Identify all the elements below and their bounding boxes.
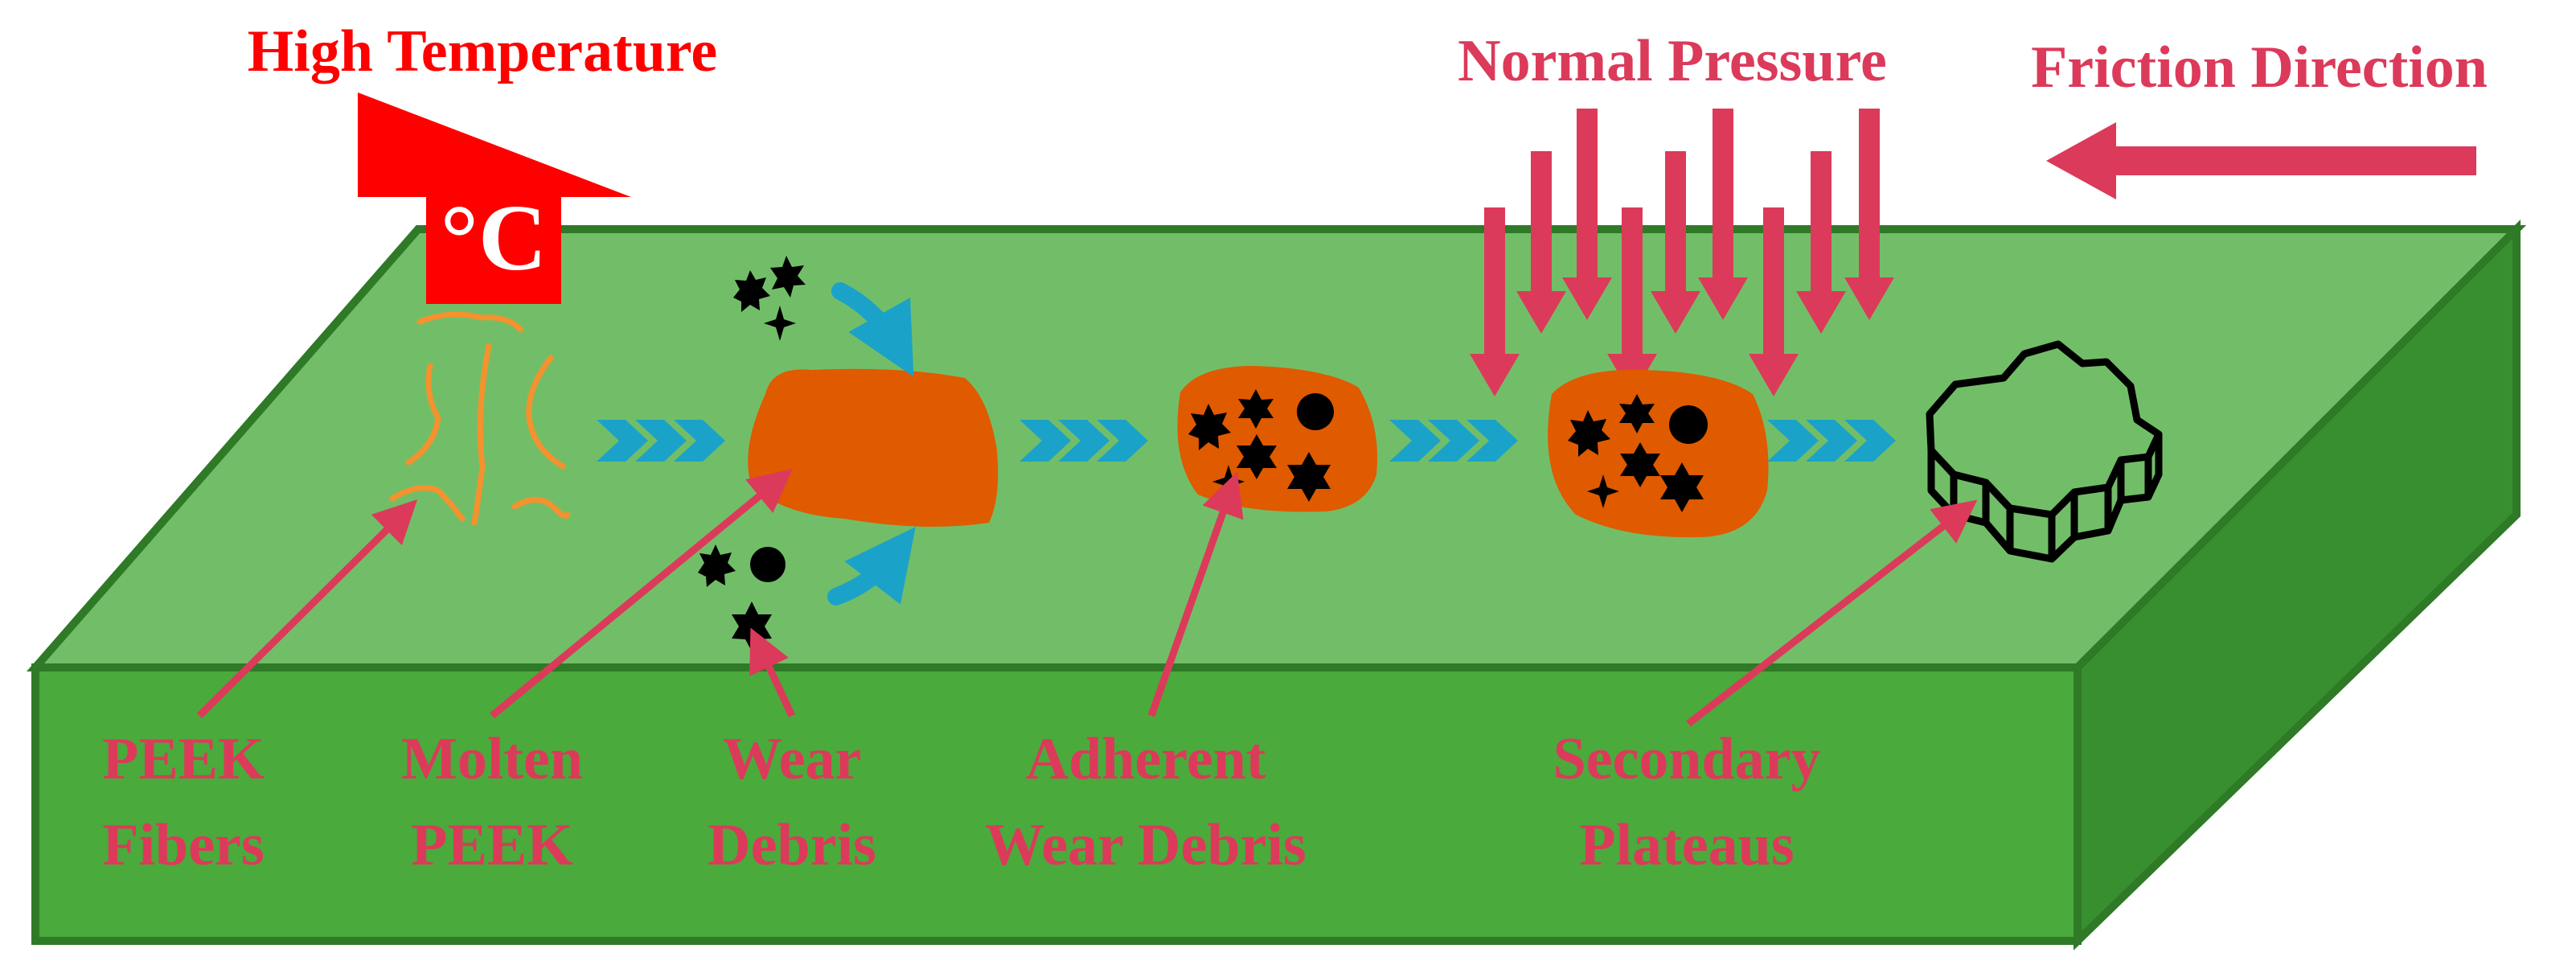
temperature-unit: °C bbox=[441, 185, 547, 290]
label-peek-fibers-line1: PEEK bbox=[102, 726, 264, 792]
label-wear-debris-line1: Wear bbox=[723, 726, 862, 792]
pointer-peek-fibers bbox=[196, 499, 418, 719]
pressure-arrow bbox=[1516, 151, 1566, 334]
pressure-arrow bbox=[1796, 151, 1846, 334]
fiber-strand-3 bbox=[471, 343, 492, 526]
label-pointer-arrows bbox=[196, 468, 1978, 727]
fiber-strand-1 bbox=[416, 311, 524, 333]
molten-peek-blob bbox=[748, 368, 999, 527]
compacted-debris-blob bbox=[1548, 369, 1769, 538]
debris-star bbox=[1287, 452, 1331, 502]
chevron-group-2 bbox=[1019, 420, 1148, 462]
pointer-adherent-wear-debris bbox=[1147, 471, 1244, 717]
debris-burst bbox=[733, 270, 770, 312]
chevron-group-1 bbox=[597, 420, 725, 462]
fiber-strand-6 bbox=[511, 497, 571, 519]
label-peek-fibers-line2: Fibers bbox=[102, 812, 264, 878]
friction-direction-arrow bbox=[2046, 122, 2476, 199]
pressure-arrow bbox=[1562, 109, 1612, 320]
component-labels: PEEK Fibers Molten PEEK Wear Debris Adhe… bbox=[102, 726, 1820, 878]
debris-star bbox=[1660, 462, 1704, 512]
surface-front-face bbox=[31, 663, 2082, 945]
secondary-plateau-shape bbox=[1926, 340, 2163, 563]
pointer-molten-peek bbox=[490, 468, 793, 719]
label-wear-debris-line2: Debris bbox=[708, 812, 876, 878]
flow-chevrons bbox=[597, 420, 1896, 462]
chevron-group-3 bbox=[1389, 420, 1518, 462]
high-temperature-title: High Temperature bbox=[248, 18, 717, 84]
debris-star bbox=[1238, 389, 1274, 429]
friction-direction-title: Friction Direction bbox=[2031, 35, 2488, 101]
label-secondary-plateaus-line1: Secondary bbox=[1553, 726, 1821, 792]
friction-direction: Friction Direction bbox=[2031, 35, 2488, 199]
label-molten-peek-line1: Molten bbox=[401, 726, 583, 792]
normal-pressure-arrows: Normal Pressure bbox=[1458, 28, 1894, 396]
pressure-arrow bbox=[1698, 109, 1748, 320]
debris-burst bbox=[698, 544, 736, 587]
heat-indicator: °C High Temperature bbox=[248, 18, 717, 304]
chevron-group-4 bbox=[1767, 420, 1896, 462]
peek-fibers bbox=[389, 311, 571, 526]
pressure-arrow bbox=[1651, 151, 1700, 334]
debris-flow-arrow-bottom bbox=[827, 527, 916, 606]
plateau-top-outline bbox=[1926, 340, 2163, 519]
debris-round bbox=[1297, 393, 1334, 430]
debris-burst bbox=[1568, 410, 1610, 457]
label-adherent-wear-debris-line1: Adherent bbox=[1026, 726, 1266, 792]
pointer-wear-debris bbox=[749, 627, 796, 717]
compacted-debris-particles bbox=[1568, 394, 1708, 512]
fiber-strand-2 bbox=[405, 363, 441, 466]
debris-star bbox=[1619, 394, 1655, 433]
fiber-strand-4 bbox=[526, 355, 566, 470]
label-secondary-plateaus-line2: Plateaus bbox=[1579, 812, 1794, 878]
fiber-strand-5 bbox=[389, 485, 466, 522]
debris-flow-arrows bbox=[827, 282, 916, 606]
debris-round bbox=[1669, 405, 1708, 444]
pressure-arrow bbox=[1844, 109, 1894, 320]
label-adherent-wear-debris-line2: Wear Debris bbox=[985, 812, 1306, 878]
debris-flow-arrow-top bbox=[831, 282, 914, 377]
debris-sparkle bbox=[1587, 474, 1619, 508]
pointer-secondary-plateaus bbox=[1686, 499, 1978, 727]
adherent-wear-debris-blob bbox=[1177, 366, 1378, 512]
debris-star bbox=[1620, 442, 1660, 487]
heat-up-arrow bbox=[358, 92, 631, 304]
label-molten-peek-line2: PEEK bbox=[411, 812, 572, 878]
normal-pressure-title: Normal Pressure bbox=[1458, 28, 1887, 94]
debris-round bbox=[750, 547, 786, 582]
wear-debris-particles bbox=[698, 256, 806, 651]
debris-star bbox=[1237, 434, 1277, 479]
pressure-arrow bbox=[1607, 207, 1657, 396]
debris-star bbox=[770, 256, 806, 298]
debris-sparkle bbox=[764, 306, 796, 341]
debris-burst bbox=[1188, 404, 1231, 450]
pressure-arrow bbox=[1470, 207, 1520, 396]
pressure-arrow bbox=[1749, 207, 1799, 396]
